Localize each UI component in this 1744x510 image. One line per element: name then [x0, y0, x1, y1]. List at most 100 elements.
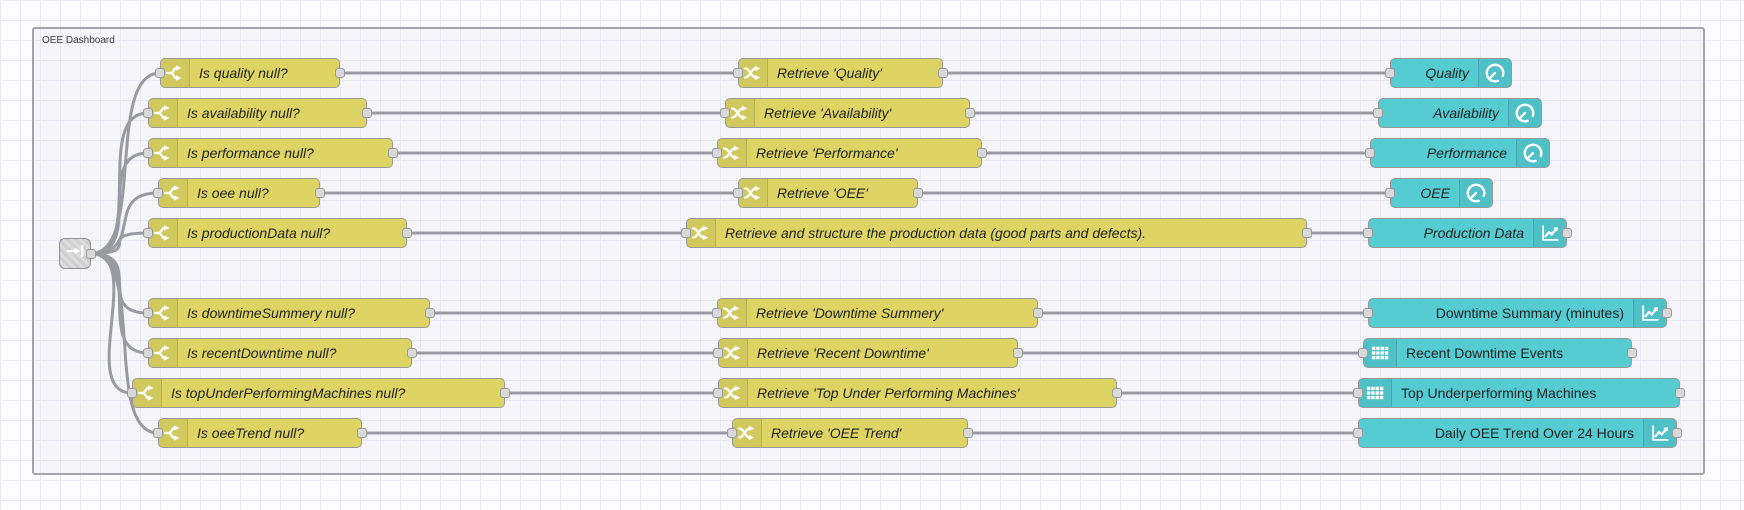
- output-port[interactable]: [963, 428, 973, 438]
- input-port[interactable]: [153, 188, 163, 198]
- input-port[interactable]: [1365, 148, 1375, 158]
- output-port[interactable]: [965, 108, 975, 118]
- output-port[interactable]: [1302, 228, 1312, 238]
- output-port[interactable]: [407, 348, 417, 358]
- node-label: Is oeeTrend null?: [197, 425, 305, 441]
- node-label: Retrieve 'Performance': [756, 145, 898, 161]
- switch-node[interactable]: Is oee null?: [158, 178, 320, 208]
- input-port[interactable]: [1353, 428, 1363, 438]
- node-label: Is productionData null?: [187, 225, 331, 241]
- switch-icon: [159, 179, 188, 207]
- dashboard-node[interactable]: OEE: [1390, 178, 1493, 208]
- switch-icon: [133, 379, 162, 407]
- node-label: Is topUnderPerformingMachines null?: [171, 385, 406, 401]
- output-port[interactable]: [1013, 348, 1023, 358]
- output-port[interactable]: [1033, 308, 1043, 318]
- input-port[interactable]: [1363, 228, 1373, 238]
- input-port[interactable]: [713, 348, 723, 358]
- input-port[interactable]: [713, 388, 723, 398]
- output-port[interactable]: [362, 108, 372, 118]
- output-port[interactable]: [357, 428, 367, 438]
- link-in-node[interactable]: [59, 238, 91, 269]
- input-port[interactable]: [143, 308, 153, 318]
- switch-icon: [149, 299, 178, 327]
- switch-node[interactable]: Is downtimeSummery null?: [148, 298, 430, 328]
- input-port[interactable]: [712, 308, 722, 318]
- dashboard-node[interactable]: Quality: [1390, 58, 1512, 88]
- output-port[interactable]: [913, 188, 923, 198]
- change-node[interactable]: Retrieve 'Quality': [738, 58, 943, 88]
- output-port[interactable]: [335, 68, 345, 78]
- input-port[interactable]: [143, 228, 153, 238]
- switch-node[interactable]: Is performance null?: [148, 138, 393, 168]
- output-port[interactable]: [1662, 308, 1672, 318]
- change-node[interactable]: Retrieve 'Top Under Performing Machines': [718, 378, 1117, 408]
- output-port[interactable]: [1675, 388, 1685, 398]
- output-port[interactable]: [425, 308, 435, 318]
- dashboard-node[interactable]: Daily OEE Trend Over 24 Hours: [1358, 418, 1677, 448]
- change-node[interactable]: Retrieve 'Recent Downtime': [718, 338, 1018, 368]
- gauge-icon: [1459, 179, 1492, 207]
- node-label: Is oee null?: [197, 185, 269, 201]
- input-port[interactable]: [143, 148, 153, 158]
- output-port[interactable]: [1562, 228, 1572, 238]
- chart-icon: [1643, 419, 1676, 447]
- change-node[interactable]: Retrieve 'Availability': [725, 98, 970, 128]
- gauge-icon: [1508, 99, 1541, 127]
- change-node[interactable]: Retrieve 'Downtime Summery': [717, 298, 1038, 328]
- input-port[interactable]: [153, 428, 163, 438]
- table-icon: [1359, 379, 1392, 407]
- output-port[interactable]: [315, 188, 325, 198]
- node-label: Is downtimeSummery null?: [187, 305, 356, 321]
- input-port[interactable]: [1385, 68, 1395, 78]
- node-label: Retrieve 'Availability': [764, 105, 892, 121]
- dashboard-node[interactable]: Top Underperforming Machines: [1358, 378, 1680, 408]
- output-port[interactable]: [500, 388, 510, 398]
- input-port[interactable]: [1353, 388, 1363, 398]
- input-port[interactable]: [733, 188, 743, 198]
- input-port[interactable]: [733, 68, 743, 78]
- gauge-icon: [1516, 139, 1549, 167]
- input-port[interactable]: [1373, 108, 1383, 118]
- switch-node[interactable]: Is availability null?: [148, 98, 367, 128]
- input-port[interactable]: [727, 428, 737, 438]
- switch-node[interactable]: Is recentDowntime null?: [148, 338, 412, 368]
- switch-node[interactable]: Is productionData null?: [148, 218, 407, 248]
- input-port[interactable]: [720, 108, 730, 118]
- dashboard-node[interactable]: Downtime Summary (minutes): [1368, 298, 1667, 328]
- output-port[interactable]: [938, 68, 948, 78]
- switch-node[interactable]: Is quality null?: [160, 58, 340, 88]
- input-port[interactable]: [712, 148, 722, 158]
- output-port[interactable]: [1672, 428, 1682, 438]
- dashboard-node[interactable]: Production Data: [1368, 218, 1567, 248]
- input-port[interactable]: [127, 388, 137, 398]
- input-port[interactable]: [1363, 308, 1373, 318]
- change-node[interactable]: Retrieve 'OEE': [738, 178, 918, 208]
- dashboard-node[interactable]: Recent Downtime Events: [1363, 338, 1632, 368]
- change-node[interactable]: Retrieve 'OEE Trend': [732, 418, 968, 448]
- output-port[interactable]: [1627, 348, 1637, 358]
- input-port[interactable]: [155, 68, 165, 78]
- change-node[interactable]: Retrieve 'Performance': [717, 138, 982, 168]
- output-port[interactable]: [402, 228, 412, 238]
- output-port[interactable]: [977, 148, 987, 158]
- node-label: Retrieve 'Quality': [777, 65, 882, 81]
- dashboard-node[interactable]: Performance: [1370, 138, 1550, 168]
- change-icon: [718, 299, 747, 327]
- input-port[interactable]: [1358, 348, 1368, 358]
- switch-node[interactable]: Is topUnderPerformingMachines null?: [132, 378, 505, 408]
- input-port[interactable]: [1385, 188, 1395, 198]
- dashboard-node[interactable]: Availability: [1378, 98, 1542, 128]
- switch-node[interactable]: Is oeeTrend null?: [158, 418, 362, 448]
- input-port[interactable]: [143, 108, 153, 118]
- node-label: Is performance null?: [187, 145, 314, 161]
- change-node[interactable]: Retrieve and structure the production da…: [686, 218, 1307, 248]
- node-label: Top Underperforming Machines: [1401, 385, 1597, 401]
- link-in-icon: [64, 240, 86, 267]
- input-port[interactable]: [143, 348, 153, 358]
- output-port[interactable]: [388, 148, 398, 158]
- output-port[interactable]: [1112, 388, 1122, 398]
- output-port[interactable]: [86, 248, 96, 259]
- input-port[interactable]: [681, 228, 691, 238]
